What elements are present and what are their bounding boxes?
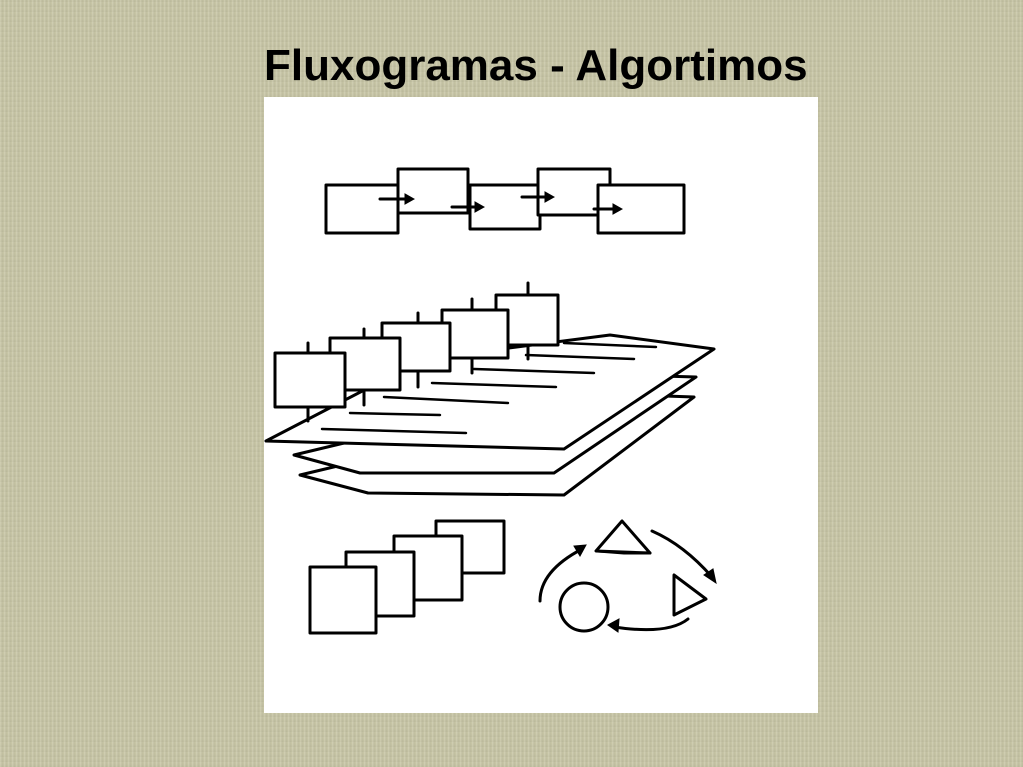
cycle-arrow-3 [538,547,584,603]
flowchart-illustration [264,97,818,713]
flowchart-drawing [264,167,717,635]
flow-arrowhead-2 [474,201,486,213]
flow-arrowhead-3 [544,191,556,203]
overlapping-cards [308,519,506,635]
triangle-right-shape [672,573,708,617]
sign-board-1 [273,351,347,409]
flow-arrowhead-4 [612,203,624,215]
cycle-arrow-2 [612,617,690,632]
sheet-text-line [472,367,596,375]
chained-process-boxes [324,167,686,235]
sign-board-4 [440,308,510,360]
sheet-text-line [382,395,510,405]
sheet-text-line [348,411,442,417]
triangle-top-shape [594,519,652,555]
process-box-2 [396,167,470,215]
stacked-sheets-with-signs [264,281,716,497]
cycle-arrowhead-3 [573,544,587,558]
slide-title: Fluxogramas - Algortimos [264,41,808,90]
cycle-arrowhead-1 [703,568,717,585]
cycle-arrow-1 [650,529,714,579]
process-box-1 [324,183,400,235]
sheet-text-line [562,341,658,349]
card-1 [308,565,378,635]
circle-shape [558,581,610,633]
sheet-text-line [524,353,636,361]
shapes-cycle [538,519,717,633]
sheet-text-line [320,427,468,435]
cycle-arrowhead-2 [607,618,620,633]
sheet-text-line [430,381,558,389]
flow-arrowhead-1 [404,193,416,205]
